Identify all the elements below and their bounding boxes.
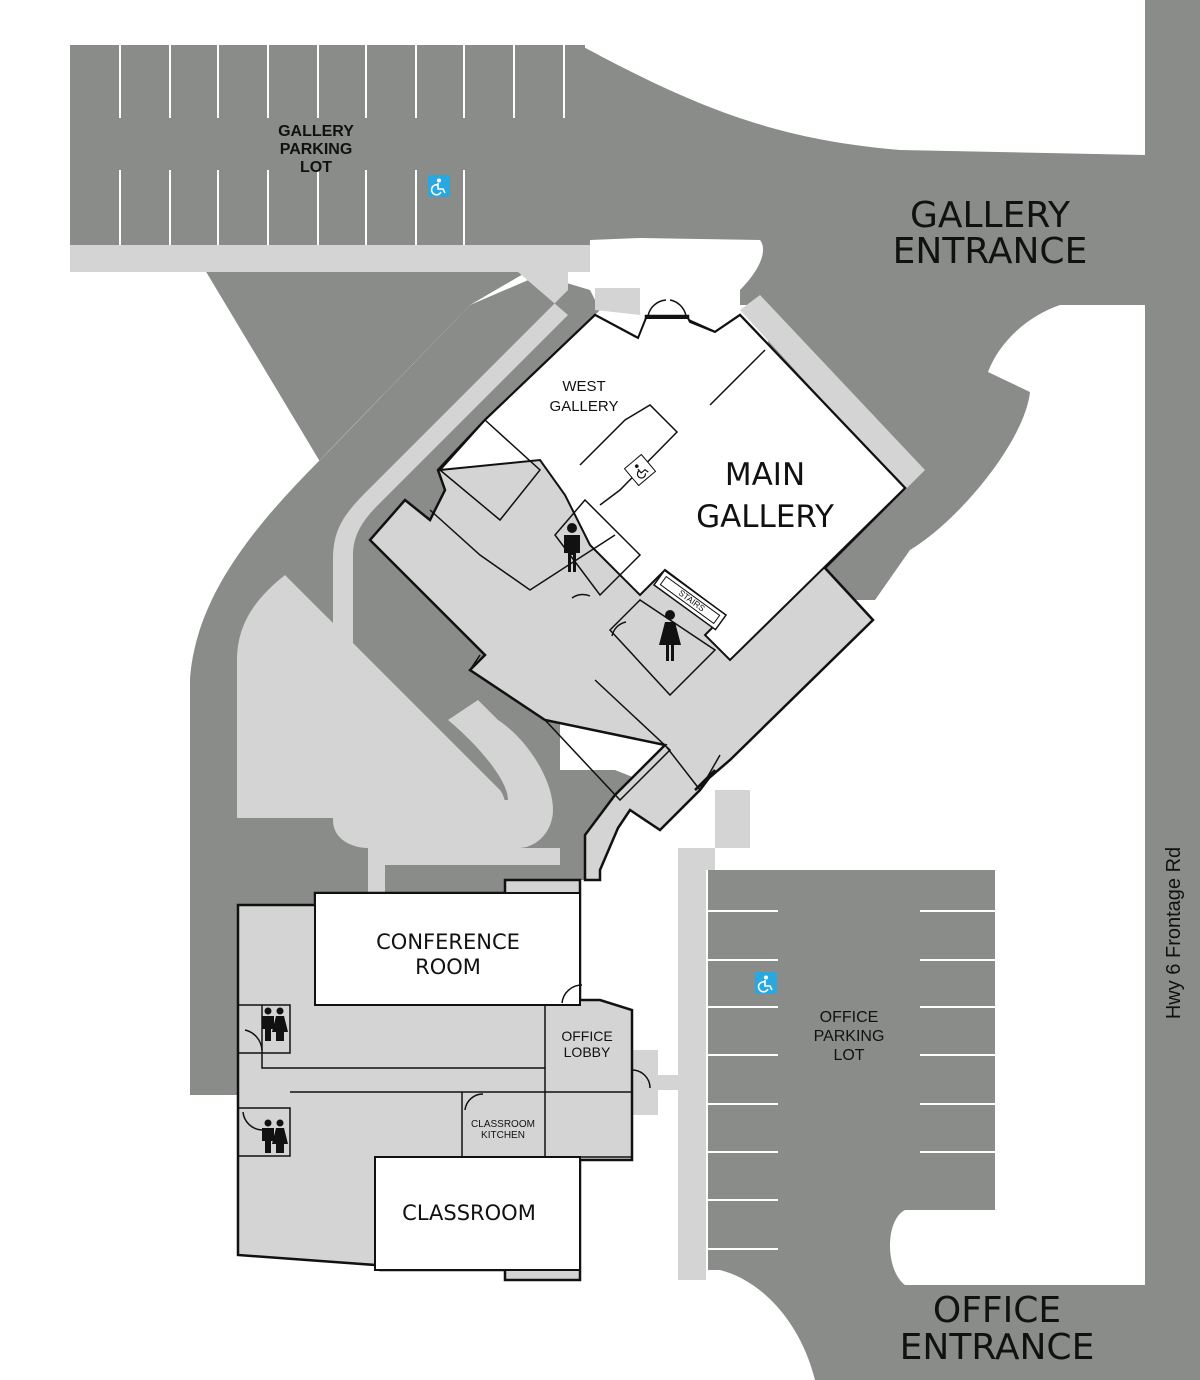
svg-text:CLASSROOM: CLASSROOM bbox=[471, 1119, 535, 1130]
road-label: Hwy 6 Frontage Rd bbox=[1163, 847, 1185, 1019]
svg-text:OFFICE: OFFICE bbox=[820, 1009, 879, 1026]
gallery-entrance-label: GALLERY ENTRANCE bbox=[893, 195, 1088, 272]
classroom-room bbox=[374, 1156, 581, 1271]
gallery-parking-label: GALLERY PARKING LOT bbox=[278, 123, 354, 176]
svg-text:GALLERY: GALLERY bbox=[910, 195, 1071, 236]
svg-text:OFFICE: OFFICE bbox=[561, 1028, 612, 1044]
roads bbox=[70, 0, 1200, 1380]
svg-text:LOT: LOT bbox=[300, 159, 332, 176]
man-icon bbox=[564, 523, 580, 572]
svg-text:MAIN: MAIN bbox=[725, 457, 805, 493]
office-accessible-parking-icon bbox=[755, 972, 777, 994]
svg-text:PARKING: PARKING bbox=[814, 1028, 885, 1045]
family-restroom-icon bbox=[262, 1007, 288, 1041]
classroom-label: CLASSROOM bbox=[402, 1201, 536, 1225]
office-building bbox=[236, 878, 651, 1282]
svg-text:GALLERY: GALLERY bbox=[696, 499, 834, 535]
stairs bbox=[652, 569, 728, 631]
svg-text:LOT: LOT bbox=[833, 1047, 864, 1064]
main-gallery-room bbox=[437, 313, 907, 662]
svg-text:WEST: WEST bbox=[562, 378, 605, 395]
svg-text:ROOM: ROOM bbox=[415, 955, 481, 979]
conference-room bbox=[314, 892, 581, 1006]
walkways bbox=[70, 245, 925, 1280]
accessible-restroom-icon bbox=[623, 453, 657, 487]
svg-text:LOBBY: LOBBY bbox=[564, 1044, 611, 1060]
family-restroom-icon bbox=[262, 1119, 288, 1153]
woman-icon bbox=[659, 610, 681, 661]
conference-room-label: CONFERENCE ROOM bbox=[376, 930, 520, 979]
svg-text:GALLERY: GALLERY bbox=[278, 123, 354, 140]
svg-text:OFFICE: OFFICE bbox=[933, 1290, 1061, 1331]
office-lobby-label: OFFICE LOBBY bbox=[561, 1028, 612, 1060]
svg-text:PARKING: PARKING bbox=[280, 141, 353, 158]
svg-text:GALLERY: GALLERY bbox=[550, 398, 619, 415]
gallery-lot-stripes bbox=[119, 45, 565, 245]
office-parking-label: OFFICE PARKING LOT bbox=[814, 1009, 885, 1064]
main-gallery-label: MAIN GALLERY bbox=[696, 457, 834, 535]
svg-text:KITCHEN: KITCHEN bbox=[481, 1130, 525, 1141]
gallery-accessible-parking-icon bbox=[428, 175, 450, 197]
parking-island bbox=[237, 575, 506, 818]
svg-text:ENTRANCE: ENTRANCE bbox=[893, 231, 1088, 272]
gallery-building bbox=[368, 299, 907, 882]
west-gallery-label: WEST GALLERY bbox=[550, 378, 619, 415]
svg-text:CONFERENCE: CONFERENCE bbox=[376, 930, 520, 954]
svg-text:ENTRANCE: ENTRANCE bbox=[900, 1327, 1095, 1368]
office-entrance-label: OFFICE ENTRANCE bbox=[900, 1290, 1095, 1368]
classroom-kitchen-label: CLASSROOM KITCHEN bbox=[471, 1119, 535, 1141]
office-lot-stripes bbox=[708, 910, 995, 1250]
